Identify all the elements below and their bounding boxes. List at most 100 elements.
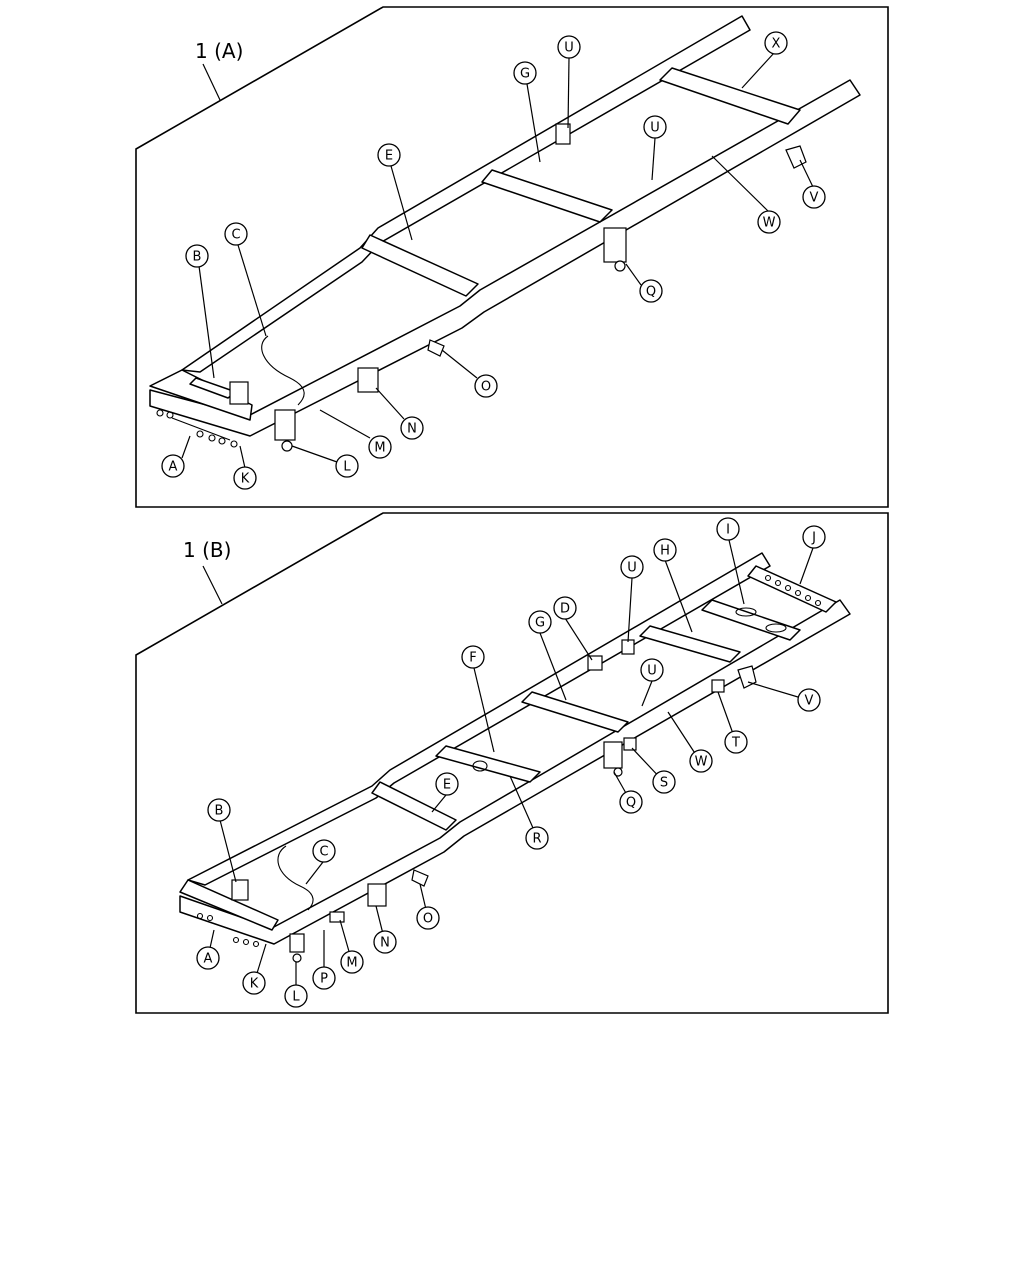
svg-text:M: M <box>374 441 385 456</box>
callout-a-o: O <box>474 374 498 398</box>
crossmember-g-b <box>521 691 629 733</box>
svg-text:N: N <box>380 936 390 951</box>
bracket-l-b <box>289 933 305 953</box>
svg-text:A: A <box>169 460 178 475</box>
callout-b-u2: U <box>640 658 664 682</box>
svg-text:R: R <box>532 832 541 847</box>
svg-text:G: G <box>520 67 530 82</box>
callout-b-e: E <box>435 772 459 796</box>
frame-rails-b <box>179 552 851 963</box>
svg-text:S: S <box>660 776 668 791</box>
svg-text:M: M <box>346 956 357 971</box>
callout-b-f: F <box>461 645 485 669</box>
svg-text:O: O <box>423 912 433 927</box>
crossmember-i <box>701 599 801 641</box>
crossmember-x <box>659 67 801 125</box>
callout-b-a: A <box>196 946 220 970</box>
bracket-s <box>623 737 637 751</box>
callout-a-a: A <box>161 454 185 478</box>
callout-b-b: B <box>207 798 231 822</box>
bracket-q <box>603 227 627 263</box>
svg-text:Q: Q <box>646 285 656 300</box>
bracket-v-b <box>737 665 757 689</box>
callout-a-l: L <box>335 454 359 478</box>
panel-a-frame <box>135 6 889 508</box>
svg-text:U: U <box>650 121 660 136</box>
bracket-u1-b <box>621 639 635 655</box>
callout-b-h: H <box>653 538 677 562</box>
crossmember-j <box>747 565 837 613</box>
bracket-o <box>427 339 445 357</box>
svg-text:B: B <box>215 804 224 819</box>
callout-b-q: Q <box>619 790 643 814</box>
callout-b-r: R <box>525 826 549 850</box>
svg-text:V: V <box>805 694 814 709</box>
panel-b-frame <box>135 512 889 1014</box>
svg-text:X: X <box>772 37 781 52</box>
callout-b-i: I <box>716 517 740 541</box>
bracket-m-b <box>329 911 345 923</box>
callout-b-p: P <box>312 966 336 990</box>
svg-text:C: C <box>231 228 240 243</box>
frame-rails-a <box>149 15 861 452</box>
panel-a-title: 1 (A) <box>195 39 243 63</box>
callout-a-x: X <box>764 31 788 55</box>
callout-b-o: O <box>416 906 440 930</box>
svg-text:U: U <box>564 41 574 56</box>
bracket-n-b <box>367 883 387 907</box>
svg-text:P: P <box>320 972 328 987</box>
callout-b-d: D <box>553 596 577 620</box>
callout-a-b: B <box>185 244 209 268</box>
bolt-holes-b <box>196 912 260 948</box>
callout-a-v: V <box>802 185 826 209</box>
callout-a-w: W <box>757 210 781 234</box>
callout-b-n: N <box>373 930 397 954</box>
callouts-a: A B C E G K L M N O Q U U V W X <box>161 31 826 490</box>
svg-text:F: F <box>469 651 476 666</box>
bracket-v <box>785 145 807 169</box>
callout-b-w: W <box>689 749 713 773</box>
svg-text:K: K <box>250 977 259 992</box>
crossmember-g <box>481 169 613 223</box>
bolt-holes-a <box>156 409 238 448</box>
svg-text:L: L <box>292 990 300 1005</box>
callout-b-u1: U <box>620 555 644 579</box>
svg-text:G: G <box>535 616 545 631</box>
bracket-q-b <box>603 741 623 769</box>
svg-text:U: U <box>627 561 637 576</box>
bracket-t <box>711 679 725 693</box>
panel-b: 1 (B) <box>135 512 889 1014</box>
callout-b-v: V <box>797 688 821 712</box>
panel-b-title-leader <box>202 565 223 605</box>
callout-a-q: Q <box>639 279 663 303</box>
svg-text:K: K <box>241 472 250 487</box>
callout-b-j: J <box>802 525 826 549</box>
svg-text:U: U <box>647 664 657 679</box>
svg-text:I: I <box>726 523 730 538</box>
svg-text:W: W <box>695 755 708 770</box>
svg-text:T: T <box>731 736 740 751</box>
callout-a-u1: U <box>557 35 581 59</box>
bracket-o-b <box>411 869 429 887</box>
svg-text:J: J <box>811 531 816 546</box>
crossmember-h <box>639 625 741 663</box>
svg-text:E: E <box>443 778 451 793</box>
crossmember-e-b <box>371 781 457 831</box>
panel-a-title-leader <box>202 63 221 101</box>
callouts-b: A B C D E F G H I J K L M N O P Q R S T … <box>196 517 826 1008</box>
callout-a-u2: U <box>643 115 667 139</box>
callout-b-m: M <box>340 950 364 974</box>
svg-text:A: A <box>204 952 213 967</box>
svg-text:B: B <box>193 250 202 265</box>
crossmember-e <box>361 234 479 297</box>
callout-a-c: C <box>224 222 248 246</box>
callout-a-e: E <box>377 143 401 167</box>
callout-b-t: T <box>724 730 748 754</box>
callout-a-n: N <box>400 416 424 440</box>
svg-text:H: H <box>660 544 670 559</box>
bracket-u1 <box>555 123 571 145</box>
leaders-a <box>181 52 814 469</box>
svg-text:O: O <box>481 380 491 395</box>
svg-text:C: C <box>319 845 328 860</box>
